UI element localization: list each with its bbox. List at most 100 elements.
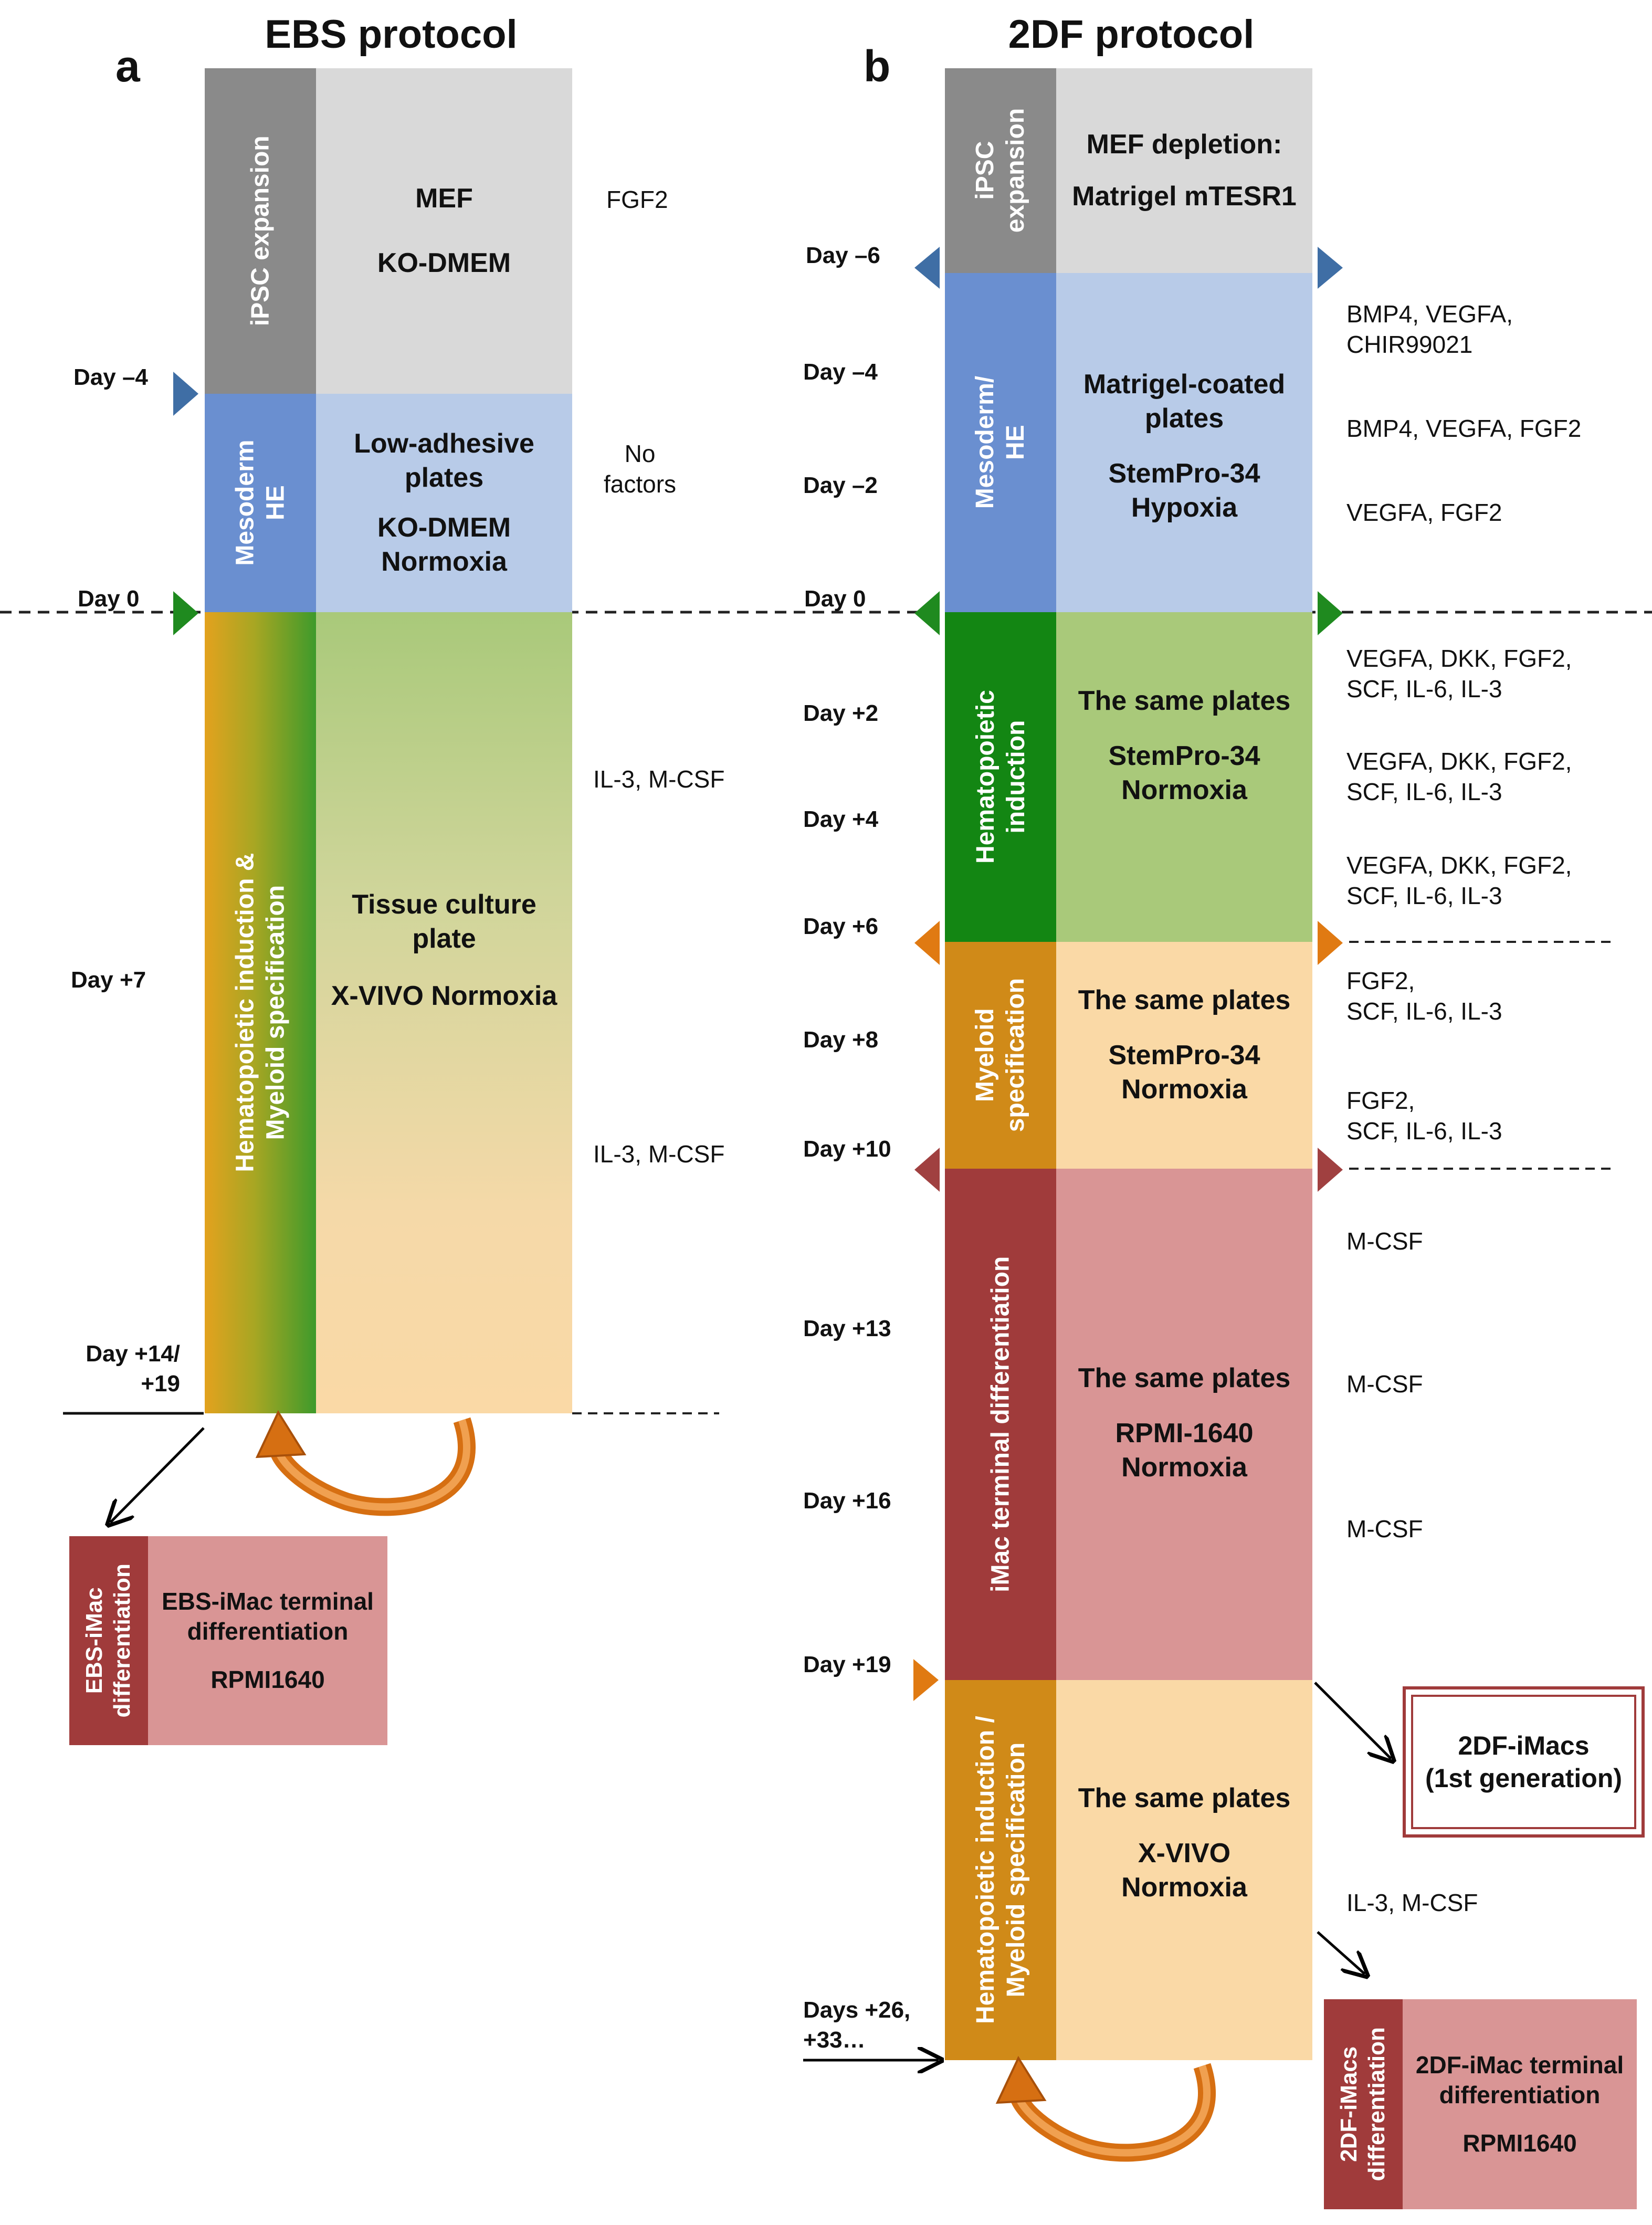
b-hema-box-text: The same plates StemPro-34 Normoxia xyxy=(1078,685,1291,805)
b-factors-9: M-CSF xyxy=(1346,1227,1423,1255)
b-factors-2: BMP4, VEGFA, FGF2 xyxy=(1346,415,1582,442)
b-day0-right-marker xyxy=(1318,591,1343,635)
b-output-side-label: 2DF-iMacs differentiation xyxy=(1336,2027,1390,2181)
b-ipsc-box-text: MEF depletion: Matrigel mTESR1 xyxy=(1072,129,1297,212)
b-output-box xyxy=(1403,1999,1637,2209)
b-day-minus6: Day –6 xyxy=(806,243,880,268)
b-repeat-side xyxy=(945,1680,1056,2060)
a-ipsc-box-text: MEF KO-DMEM xyxy=(377,183,511,278)
b-factors-6: VEGFA, DKK, FGF2, SCF, IL-6, IL-3 xyxy=(1346,852,1572,909)
b-day19: Day +19 xyxy=(803,1652,891,1677)
b-factors-4: VEGFA, DKK, FGF2, SCF, IL-6, IL-3 xyxy=(1346,645,1572,702)
b-repeat-box xyxy=(1056,1680,1312,2060)
a-ipsc-side xyxy=(205,68,316,394)
b-ipsc-side-label: iPSC expansion xyxy=(971,108,1029,233)
a-meso-box-text: Low-adhesive plates KO-DMEM Normoxia xyxy=(354,428,534,577)
a-ipsc-side-label: iPSC expansion xyxy=(246,135,275,327)
b-myeloid-box xyxy=(1056,942,1312,1169)
a-output-box-text: EBS-iMac terminal differentiation RPMI16… xyxy=(162,1587,374,1693)
a-meso-box xyxy=(316,394,572,612)
a-output-arrow xyxy=(110,1427,205,1523)
b-day13: Day +13 xyxy=(803,1316,891,1341)
b-meso-box-text: Matrigel-coated plates StemPro-34 Hypoxi… xyxy=(1083,369,1286,523)
a-hema-factors-1: IL-3, M-CSF xyxy=(593,765,725,793)
b-firstgen-inner xyxy=(1411,1695,1636,1829)
a-recycle-arrowhead xyxy=(255,1410,307,1458)
b-output-box-text: 2DF-iMac terminal differentiation RPMI16… xyxy=(1415,2051,1624,2157)
b-hema-side xyxy=(945,612,1056,942)
a-hema-side xyxy=(205,612,316,1413)
a-hema-box xyxy=(316,612,572,1413)
a-hema-side-label: Hematopoietic induction & Myeloid specif… xyxy=(231,853,290,1173)
b-firstgen-text: 2DF-iMacs (1st generation) xyxy=(1425,1730,1623,1793)
b-factors-8: FGF2, SCF, IL-6, IL-3 xyxy=(1346,1087,1502,1145)
b-day2: Day +2 xyxy=(803,700,879,726)
b-factors-10: M-CSF xyxy=(1346,1370,1423,1398)
b-meso-side-label: Mesoderm/ HE xyxy=(971,376,1029,509)
a-day0: Day 0 xyxy=(78,586,140,612)
a-meso-side-label: Mesoderm HE xyxy=(231,439,290,566)
a-meso-side xyxy=(205,394,316,612)
b-repeat-side-label: Hematopoietic induction / Myeloid specif… xyxy=(971,1716,1029,2024)
b-imac-box-text: The same plates RPMI-1640 Normoxia xyxy=(1078,1362,1291,1483)
panel-a-letter: a xyxy=(115,41,140,91)
b-ipsc-side xyxy=(945,68,1056,273)
panel-b-title: 2DF protocol xyxy=(1008,12,1255,57)
a-day14: Day +14/ +19 xyxy=(86,1341,180,1397)
a-output-side xyxy=(69,1536,148,1745)
b-myeloid-box-text: The same plates StemPro-34 Normoxia xyxy=(1078,984,1291,1105)
b-imac-box xyxy=(1056,1169,1312,1680)
b-day-minus6-left-marker xyxy=(914,247,940,289)
b-factors-12: IL-3, M-CSF xyxy=(1346,1889,1478,1916)
b-hema-side-label: Hematopoietic induction xyxy=(971,690,1030,864)
b-factors-1: BMP4, VEGFA, CHIR99021 xyxy=(1346,300,1513,358)
b-day4: Day +4 xyxy=(803,806,879,832)
b-ipsc-box xyxy=(1056,68,1312,273)
a-ipsc-factors: FGF2 xyxy=(606,186,668,213)
b-day0: Day 0 xyxy=(804,586,866,612)
b-day16: Day +16 xyxy=(803,1488,891,1514)
b-day6-left-marker xyxy=(914,921,940,965)
b-imac-side-label: iMac terminal differentiation xyxy=(986,1256,1015,1593)
b-factors-7: FGF2, SCF, IL-6, IL-3 xyxy=(1346,967,1502,1025)
b-day10-right-marker xyxy=(1318,1148,1343,1192)
b-firstgen-arrow xyxy=(1314,1682,1391,1759)
b-meso-box xyxy=(1056,273,1312,612)
a-ipsc-box xyxy=(316,68,572,394)
b-day-minus6-right-marker xyxy=(1318,247,1343,289)
a-day-minus4-marker xyxy=(173,372,198,416)
a-hema-box-text: Tissue culture plate X-VIVO Normoxia xyxy=(331,889,557,1011)
b-day10-left-marker xyxy=(914,1148,940,1192)
b-factors-3: VEGFA, FGF2 xyxy=(1346,499,1502,526)
b-day-minus2: Day –2 xyxy=(803,473,878,498)
b-meso-side xyxy=(945,273,1056,612)
panel-b-letter: b xyxy=(864,41,891,91)
b-myeloid-side xyxy=(945,942,1056,1169)
b-factors-5: VEGFA, DKK, FGF2, SCF, IL-6, IL-3 xyxy=(1346,748,1572,805)
b-recycle-arrowhead xyxy=(995,2055,1047,2104)
b-day6-right-marker xyxy=(1318,921,1343,965)
b-day26: Days +26, +33… xyxy=(803,1997,911,2053)
a-output-box xyxy=(148,1536,387,1745)
a-hema-factors-2: IL-3, M-CSF xyxy=(593,1140,725,1168)
b-hema-box xyxy=(1056,612,1312,942)
a-day0-marker xyxy=(173,591,198,635)
a-day-minus4: Day –4 xyxy=(73,364,148,390)
b-day19-marker xyxy=(913,1659,939,1701)
b-day0-left-marker xyxy=(914,591,940,635)
a-meso-factors: No factors xyxy=(604,440,677,498)
b-day10: Day +10 xyxy=(803,1136,891,1162)
b-day-minus4: Day –4 xyxy=(803,359,878,385)
b-firstgen-outer xyxy=(1403,1686,1645,1838)
a-day7: Day +7 xyxy=(71,967,146,993)
b-repeat-box-text: The same plates X-VIVO Normoxia xyxy=(1078,1782,1291,1903)
b-output-side xyxy=(1324,1999,1403,2209)
b-day6: Day +6 xyxy=(803,914,879,939)
b-myeloid-side-label: Myeloid specification xyxy=(971,978,1030,1132)
b-factors-11: M-CSF xyxy=(1346,1515,1423,1542)
b-output-arrow xyxy=(1317,1931,1365,1974)
panel-a-title: EBS protocol xyxy=(265,12,518,57)
b-imac-side xyxy=(945,1169,1056,1680)
b-day8: Day +8 xyxy=(803,1027,879,1053)
